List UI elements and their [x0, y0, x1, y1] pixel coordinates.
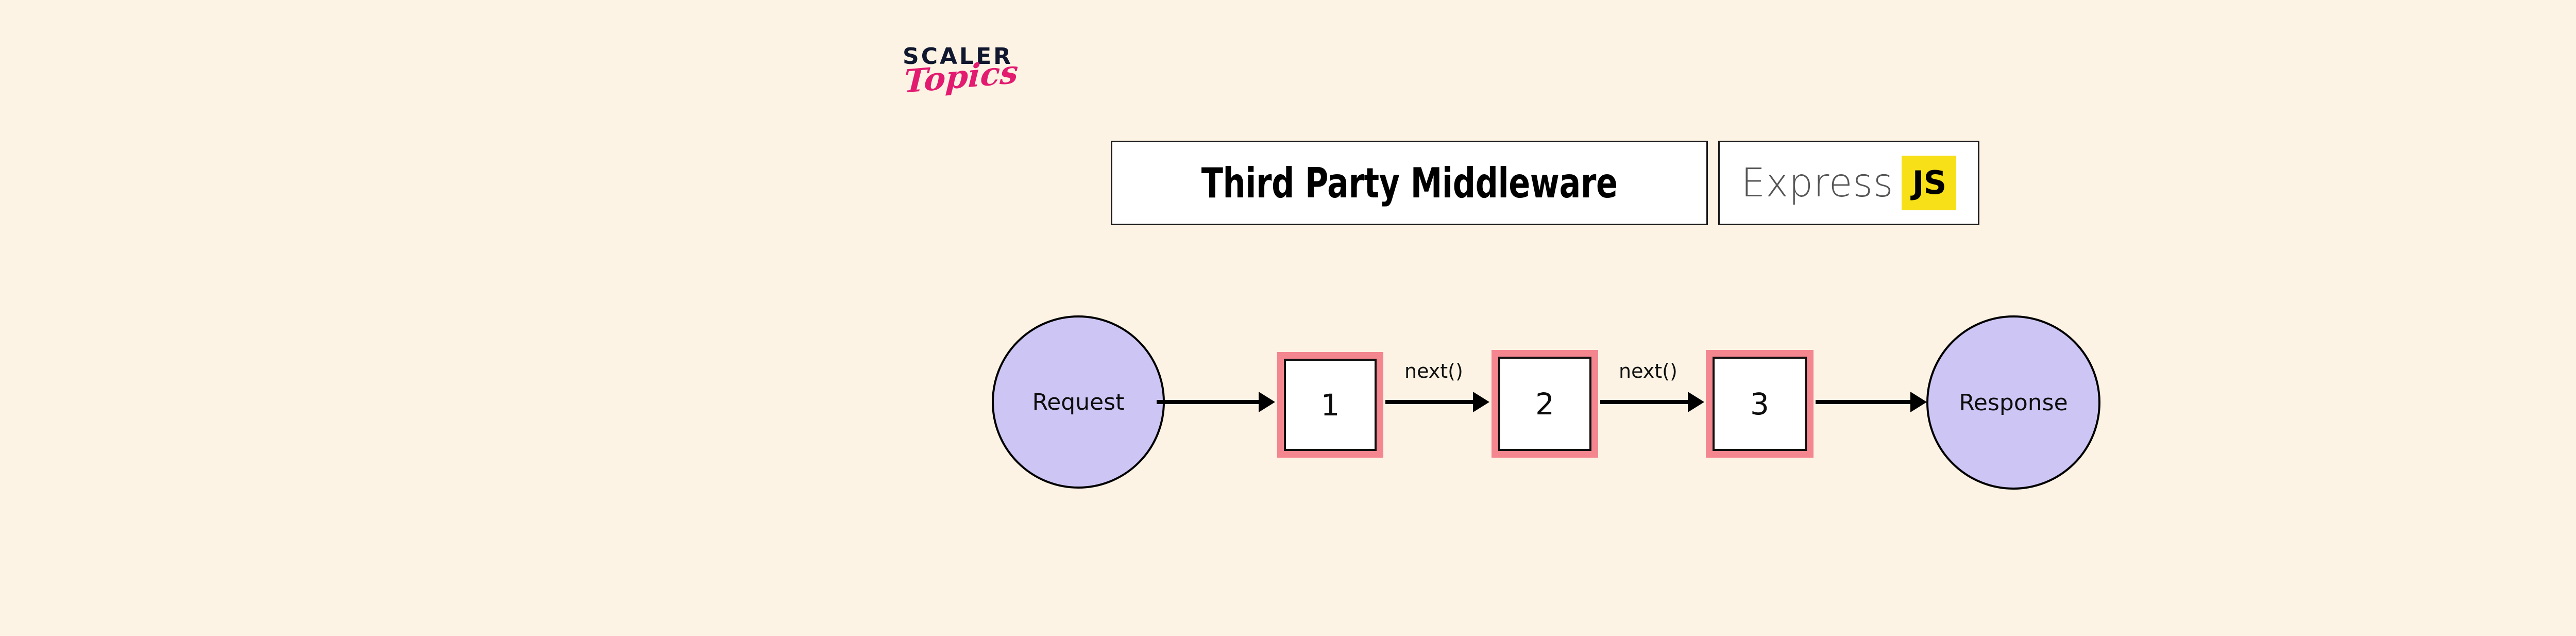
- express-logo: Express JS: [1741, 156, 1957, 210]
- express-logo-box: Express JS: [1718, 141, 1979, 225]
- page-title: Third Party Middleware: [1201, 159, 1618, 207]
- middleware-box-1: 1: [1277, 352, 1383, 458]
- middleware-box-2: 2: [1492, 350, 1598, 458]
- express-wordmark: Express: [1741, 160, 1894, 206]
- edge-label-next-2: next(): [1619, 360, 1677, 382]
- node-request-label: Request: [1032, 389, 1125, 415]
- middleware-box-1-inner: 1: [1284, 359, 1377, 451]
- middleware-box-2-inner: 2: [1498, 357, 1591, 451]
- middleware-box-2-label: 2: [1535, 386, 1554, 422]
- scaler-topics-logo: SCALER Topics: [902, 45, 1036, 123]
- arrow-middleware-2-to-3: [1600, 392, 1704, 412]
- arrow-middleware-1-to-2: [1385, 392, 1489, 412]
- js-badge-label: JS: [1912, 164, 1947, 202]
- node-request: Request: [992, 315, 1165, 489]
- arrow-middleware-3-to-response: [1816, 392, 1927, 412]
- logo-wordmark-scaler: SCALER: [903, 43, 1013, 70]
- logo-wordmark-topics: Topics: [903, 53, 1020, 101]
- middleware-box-3: 3: [1706, 350, 1814, 458]
- third-party-middleware-title-box: Third Party Middleware: [1111, 141, 1708, 225]
- node-response-label: Response: [1959, 389, 2068, 416]
- middleware-box-1-label: 1: [1320, 387, 1340, 423]
- middleware-box-3-inner: 3: [1713, 357, 1807, 451]
- javascript-badge-icon: JS: [1902, 156, 1957, 210]
- middleware-box-3-label: 3: [1750, 386, 1769, 422]
- edge-label-next-1: next(): [1404, 360, 1463, 382]
- arrow-request-to-middleware-1: [1157, 392, 1275, 412]
- node-response: Response: [1926, 315, 2100, 490]
